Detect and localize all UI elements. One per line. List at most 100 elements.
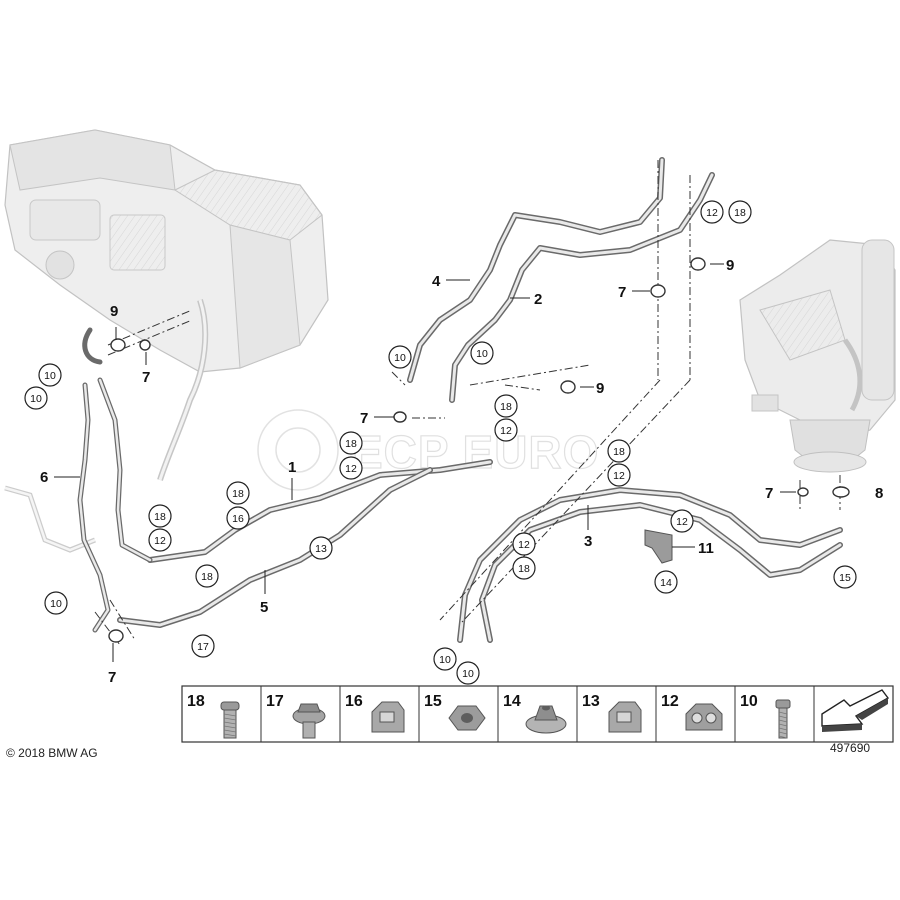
callout-number: 14: [660, 577, 672, 589]
callout-number: 10: [50, 598, 62, 610]
callout-circle: [494, 394, 518, 418]
leader-lines: [54, 263, 796, 662]
callout-circle: [191, 634, 215, 658]
callout-circle: [24, 386, 48, 410]
callout-circle: [148, 528, 172, 552]
callout-c10c: 10: [388, 345, 412, 369]
callout-number: 10: [476, 348, 488, 360]
callout-number: 18: [232, 488, 244, 500]
callout-number: 10: [30, 393, 42, 405]
callout-circle: [339, 456, 363, 480]
part-number: 10: [740, 693, 758, 710]
callout-number: 18: [154, 511, 166, 523]
callout-c18a: 18: [728, 200, 752, 224]
callout-number: 13: [315, 543, 327, 555]
callout-circle: [226, 506, 250, 530]
label-9-b: 9: [726, 257, 734, 274]
callout-number: 16: [232, 513, 244, 525]
label-7-d: 7: [765, 485, 773, 502]
parts-strip-cell-10: 10: [740, 693, 791, 739]
callout-c14a: 14: [654, 570, 678, 594]
callout-circle: [607, 463, 631, 487]
callout-number: 18: [201, 571, 213, 583]
callout-number: 12: [500, 425, 512, 437]
part-number: 13: [582, 693, 600, 710]
callout-c10g: 10: [456, 661, 480, 685]
parts-strip-cell-12: 12: [661, 693, 723, 731]
callout-number: 12: [345, 463, 357, 475]
callout-circle: [339, 431, 363, 455]
callout-number: 10: [439, 654, 451, 666]
collar-nut-icon: [292, 703, 326, 739]
parts-strip-cell-arrow: [821, 689, 890, 732]
callout-c18f: 18: [195, 564, 219, 588]
callout-circle: [512, 532, 536, 556]
callout-circle: [44, 591, 68, 615]
callout-circle: [433, 647, 457, 671]
callout-circle: [456, 661, 480, 685]
callout-circle: [670, 509, 694, 533]
callout-circle: [148, 504, 172, 528]
parts-strip-cell-17: 17: [266, 693, 326, 739]
callout-circle: [607, 439, 631, 463]
label-7-b: 7: [360, 410, 368, 427]
label-8: 8: [875, 485, 883, 502]
pipe-lines: [77, 157, 843, 643]
faint-pipe-left: [4, 485, 96, 553]
watermark: ECP EURO: [257, 409, 599, 491]
label-5: 5: [260, 599, 268, 616]
callout-c18b: 18: [494, 394, 518, 418]
diagram-number: 497690: [830, 741, 870, 755]
hvac-unit-illustration: [4, 129, 329, 481]
callout-number: 18: [613, 446, 625, 458]
hex-nut-icon: [448, 705, 486, 731]
parts-strip-cell-14: 14: [503, 693, 567, 734]
callout-c18c: 18: [339, 431, 363, 455]
clip-icon: [371, 701, 405, 733]
callout-c10f: 10: [433, 647, 457, 671]
parts-strip-cell-16: 16: [345, 693, 405, 733]
part-number: 18: [187, 693, 205, 710]
callout-c17a: 17: [191, 634, 215, 658]
label-7-a: 7: [142, 369, 150, 386]
bolt-icon: [220, 701, 240, 739]
callout-c10a: 10: [38, 363, 62, 387]
callout-c10b: 10: [24, 386, 48, 410]
callout-number: 12: [154, 535, 166, 547]
callout-circle: [728, 200, 752, 224]
callout-circle: [494, 418, 518, 442]
callout-number: 17: [197, 641, 209, 653]
callout-number: 18: [734, 207, 746, 219]
callout-circle: [38, 363, 62, 387]
screw-icon: [775, 699, 791, 739]
pipe-holder-icon: [685, 703, 723, 731]
callout-number: 12: [518, 539, 530, 551]
callout-number: 12: [706, 207, 718, 219]
parts-strip-cell-13: 13: [582, 693, 642, 733]
bracket-11: [644, 529, 673, 564]
label-9-c: 9: [596, 380, 604, 397]
callout-c12e: 12: [607, 463, 631, 487]
callout-circle: [195, 564, 219, 588]
callout-number: 10: [394, 352, 406, 364]
label-11: 11: [698, 540, 714, 557]
label-4: 4: [432, 273, 441, 290]
callout-number: 10: [44, 370, 56, 382]
callout-circle: [700, 200, 724, 224]
label-7-c: 7: [618, 284, 626, 301]
callout-number: 12: [676, 516, 688, 528]
callout-c12g: 12: [512, 532, 536, 556]
callout-circle: [226, 481, 250, 505]
compressor-illustration: [739, 239, 896, 473]
clip-icon: [608, 701, 642, 733]
part-number: 12: [661, 693, 679, 710]
label-6: 6: [40, 469, 48, 486]
callout-c18d: 18: [226, 481, 250, 505]
callout-circle: [654, 570, 678, 594]
callout-number: 10: [462, 668, 474, 680]
callout-c18g: 18: [607, 439, 631, 463]
callout-circle: [309, 536, 333, 560]
parts-strip-cell-15: 15: [424, 693, 486, 731]
callout-circle: [833, 565, 857, 589]
